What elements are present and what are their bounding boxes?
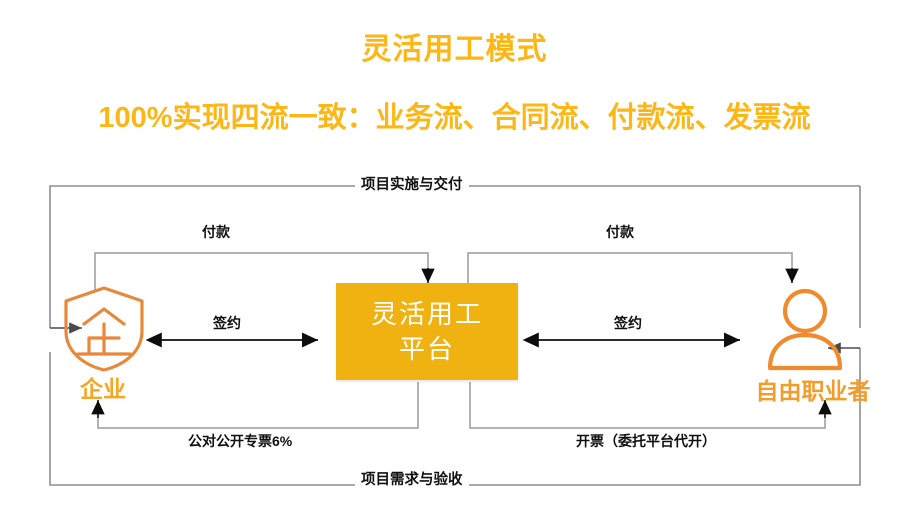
- edge-invoice-left: [91, 382, 419, 429]
- edge-label-top-outer: 项目实施与交付: [355, 177, 469, 194]
- page-subtitle: 100%实现四流一致：业务流、合同流、付款流、发票流: [98, 102, 811, 134]
- edge-label-invoice-left: 公对公开专票6%: [182, 433, 299, 450]
- person-icon: [767, 288, 843, 371]
- edge-label-pay-left: 付款: [196, 224, 236, 241]
- edge-label-invoice-right: 开票（委托平台代开）: [570, 433, 722, 450]
- edge-pay-left: [94, 252, 435, 290]
- edge-pay-right: [467, 252, 799, 290]
- page-title: 灵活用工模式: [361, 33, 548, 66]
- edge-label-sign-left: 签约: [207, 315, 247, 332]
- freelancer-node-label: 自由职业者: [755, 378, 871, 404]
- edge-label-bottom-outer: 项目需求与验收: [355, 472, 469, 489]
- shield-enterprise-icon: [64, 286, 144, 372]
- platform-label-line2: 平台: [398, 333, 455, 364]
- platform-label-line1: 灵活用工: [370, 298, 483, 329]
- platform-node[interactable]: 灵活用工 平台: [336, 283, 518, 380]
- enterprise-node-label: 企业: [80, 376, 126, 402]
- edge-label-sign-right: 签约: [608, 315, 648, 332]
- edge-label-pay-right: 付款: [600, 224, 640, 241]
- edge-invoice-right: [469, 382, 832, 429]
